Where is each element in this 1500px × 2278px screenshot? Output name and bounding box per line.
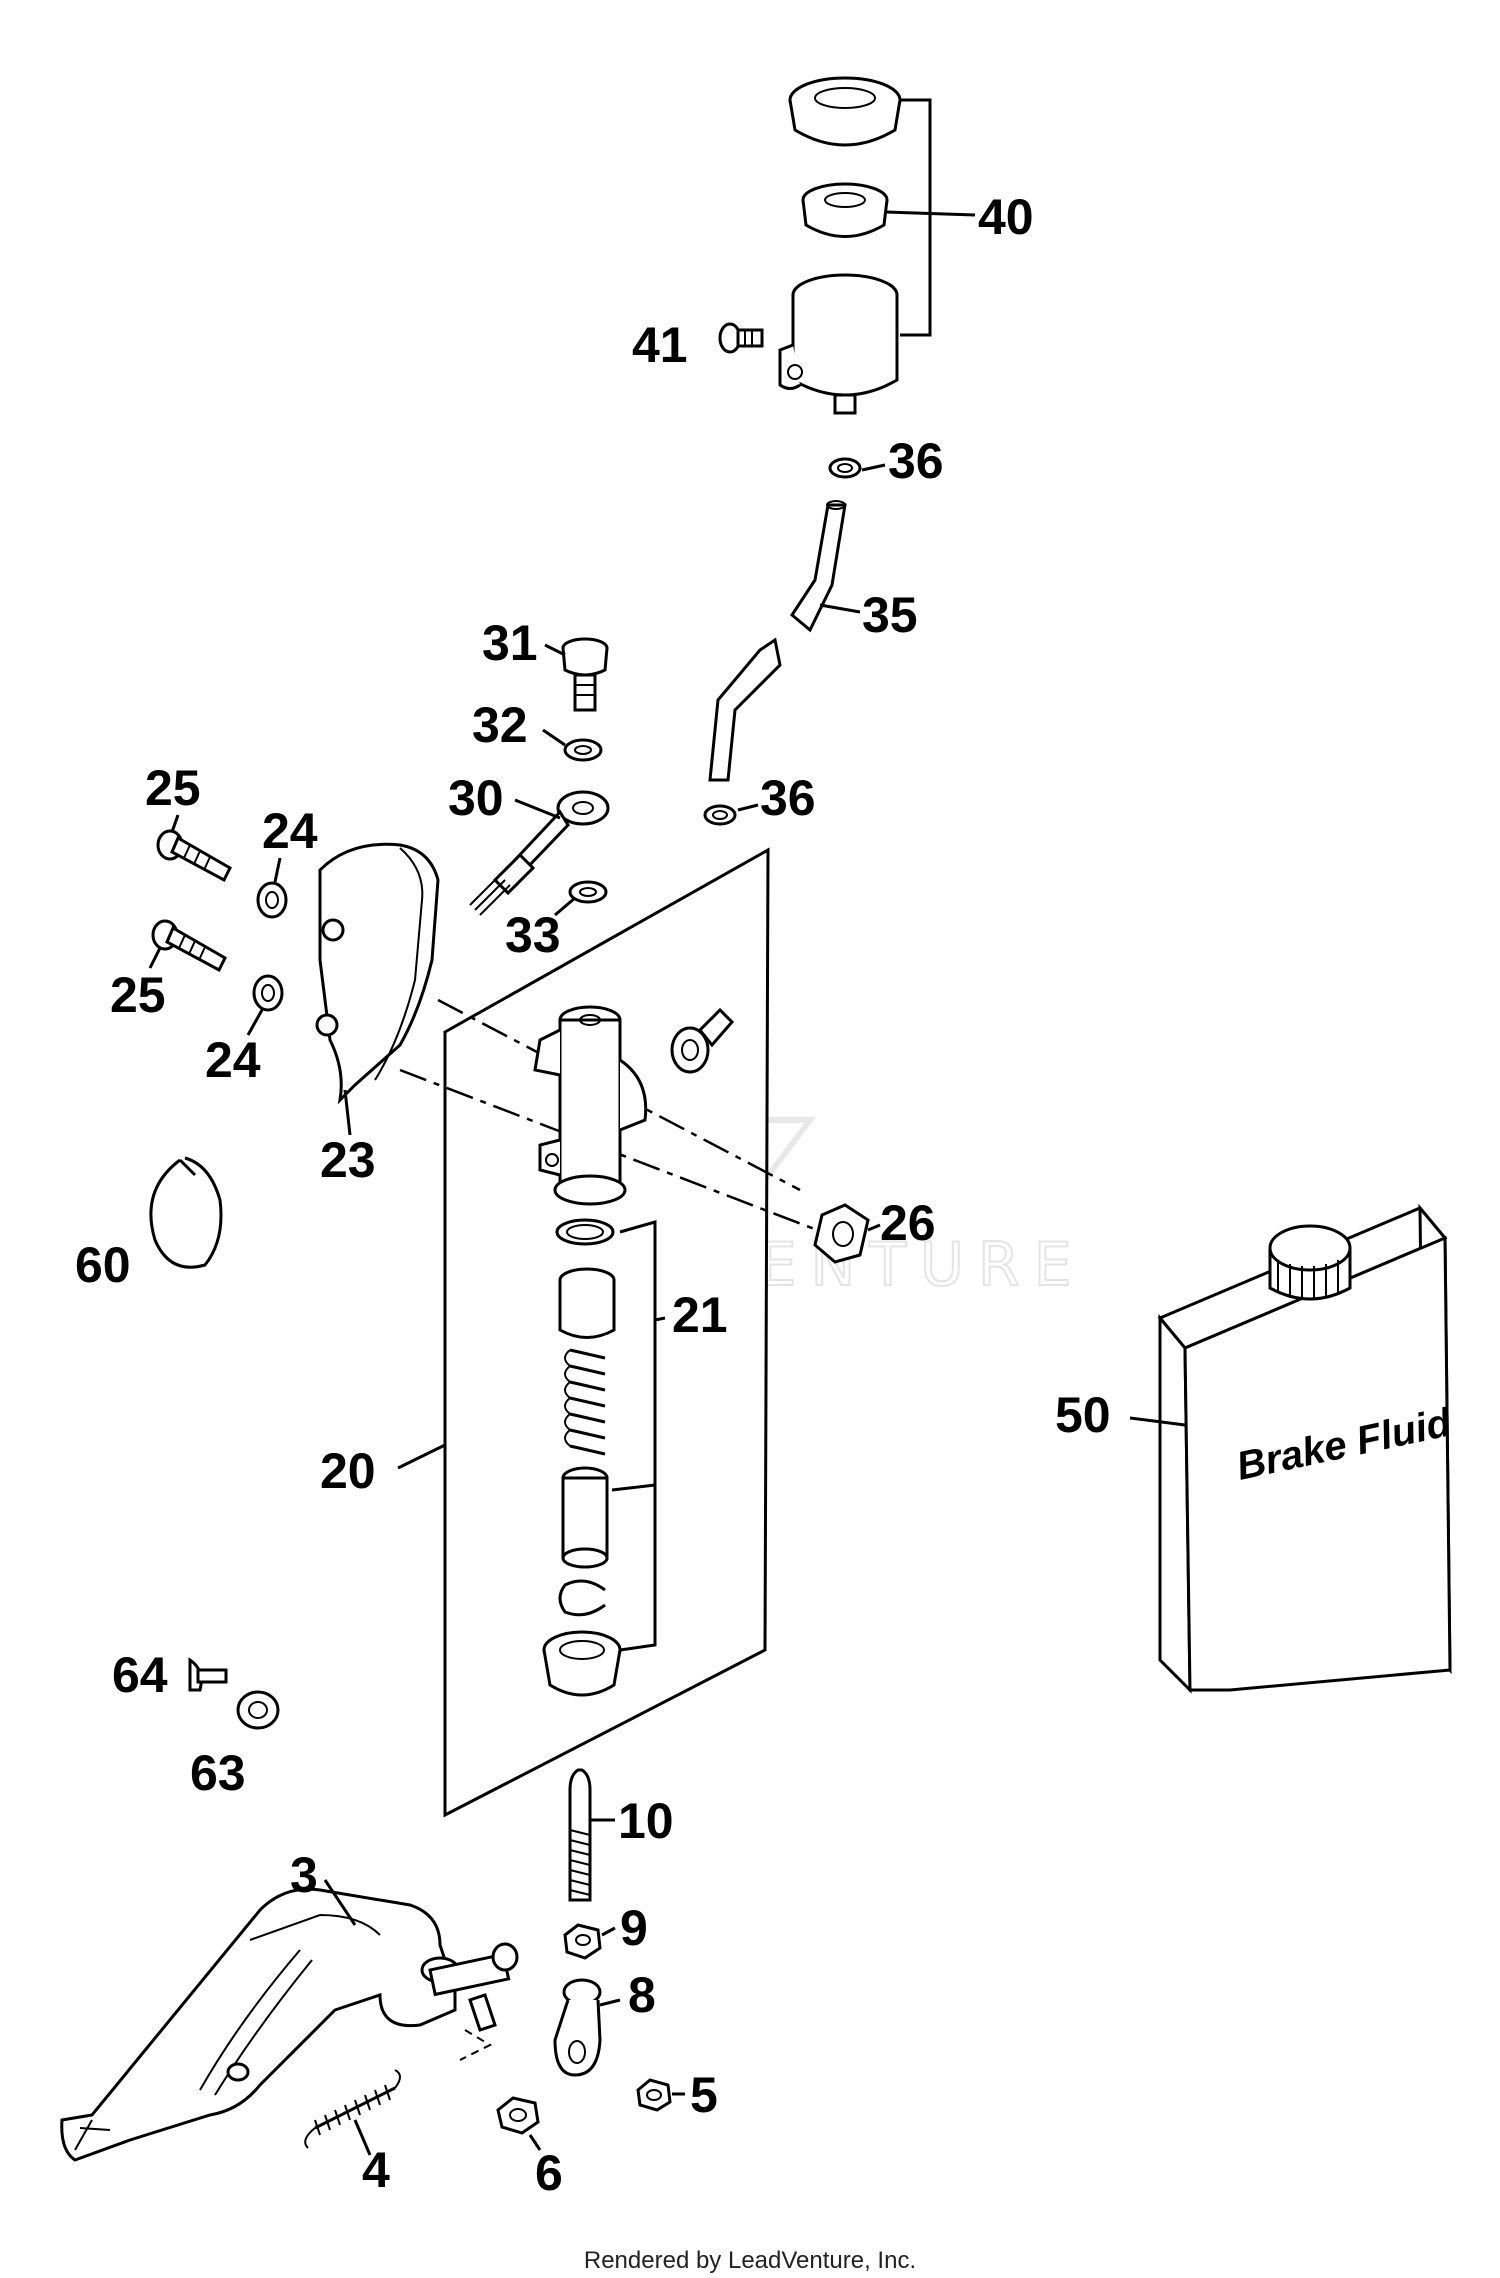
alignment-line-lower [399, 1068, 831, 1237]
callout-33: 33 [505, 907, 561, 963]
leader-40 [886, 210, 976, 217]
leader-4 [353, 2119, 372, 2156]
callout-63: 63 [190, 1745, 246, 1801]
callout-25-bottom: 25 [110, 967, 166, 1023]
callout-26: 26 [880, 1195, 936, 1251]
leader-30 [514, 798, 561, 820]
callout-4: 4 [362, 2142, 390, 2198]
leader-50 [1129, 1416, 1186, 1427]
nut-6 [496, 2096, 540, 2135]
leader-32 [542, 728, 566, 747]
clevis-8 [553, 1978, 602, 2077]
callout-23: 23 [320, 1132, 376, 1188]
leader-20 [397, 1443, 446, 1470]
washer-24-bottom [252, 974, 284, 1012]
leader-21 [654, 1316, 666, 1322]
reservoir-cap [788, 76, 902, 147]
bracket-40 [900, 98, 932, 337]
screw-25-top [156, 829, 232, 883]
callout-25-top: 25 [145, 760, 201, 816]
leader-6 [528, 2134, 542, 2151]
spacer-63 [236, 1690, 280, 1730]
callout-3: 3 [290, 1847, 318, 1903]
callout-36-bottom: 36 [760, 770, 816, 826]
screw-64 [188, 1657, 228, 1692]
leader-33 [554, 896, 576, 917]
leader-35 [819, 603, 861, 614]
leader-24-bottom [246, 1009, 264, 1036]
callout-24-bottom: 24 [205, 1032, 261, 1088]
callout-30: 30 [448, 770, 504, 826]
washer-24-top [256, 881, 288, 919]
o-ring [555, 1218, 615, 1246]
reservoir-body [778, 273, 899, 415]
leader-23 [343, 1089, 352, 1136]
leader-3 [323, 1879, 357, 1926]
nut-5 [636, 2078, 672, 2112]
bracket-21 [619, 1220, 657, 1652]
hose-clamp-36-bottom [703, 804, 737, 826]
circlip [558, 1579, 606, 1617]
screw-41 [718, 322, 764, 354]
callout-50: 50 [1055, 1387, 1111, 1443]
pushrod-10 [568, 1768, 592, 1902]
callouts: 40 41 36 35 31 32 30 33 36 25 24 25 24 2… [75, 189, 1111, 2201]
spring [564, 1348, 606, 1456]
hose-35 [708, 500, 847, 782]
leader-36-top [861, 463, 886, 472]
callout-41: 41 [632, 317, 688, 373]
callout-5: 5 [690, 2067, 718, 2123]
callout-31: 31 [482, 615, 538, 671]
nut-9 [563, 1923, 602, 1960]
washer-32 [563, 738, 603, 762]
dashed-guide-6 [459, 2029, 493, 2061]
master-cylinder-body [533, 1005, 648, 1206]
callout-6: 6 [535, 2145, 563, 2201]
callout-32: 32 [472, 697, 528, 753]
piston [561, 1466, 609, 1569]
bushing-26 [813, 1203, 870, 1264]
leader-9 [601, 1926, 616, 1937]
screw-25-bottom [151, 919, 227, 973]
leader-26 [867, 1223, 881, 1232]
brake-pedal-3 [60, 1887, 519, 2162]
callout-35: 35 [862, 587, 918, 643]
boot [542, 1630, 622, 1697]
callout-8: 8 [628, 1967, 656, 2023]
callout-60: 60 [75, 1237, 131, 1293]
callout-20: 20 [320, 1443, 376, 1499]
hose-clamp-36-top [828, 457, 862, 479]
guard-23 [315, 842, 440, 1105]
clip-60 [149, 1156, 223, 1269]
callout-36-top: 36 [888, 433, 944, 489]
elbow-fitting [670, 1007, 735, 1074]
callout-10: 10 [618, 1793, 674, 1849]
reservoir-membrane [801, 182, 889, 238]
leader-25-top [170, 814, 180, 833]
callout-40: 40 [978, 189, 1034, 245]
brake-line-fitting-30 [469, 790, 610, 916]
sleeve [558, 1267, 616, 1339]
leader-8 [599, 1998, 621, 2007]
callout-24-top: 24 [262, 803, 318, 859]
footer-credit: Rendered by LeadVenture, Inc. [584, 2247, 916, 2274]
callout-21: 21 [672, 1287, 728, 1343]
washer-33 [568, 880, 608, 904]
callout-9: 9 [620, 1900, 648, 1956]
banjo-bolt-31 [561, 637, 609, 712]
callout-64: 64 [112, 1647, 168, 1703]
spring-4 [304, 2069, 401, 2149]
leader-31 [544, 643, 566, 657]
brake-fluid-container: Brake Fluid [1157, 1203, 1456, 1694]
leader-25-bottom [148, 947, 162, 969]
leader-24-top [273, 857, 282, 883]
leader-36-bottom [737, 803, 759, 812]
leader-21-piston [611, 1483, 656, 1492]
